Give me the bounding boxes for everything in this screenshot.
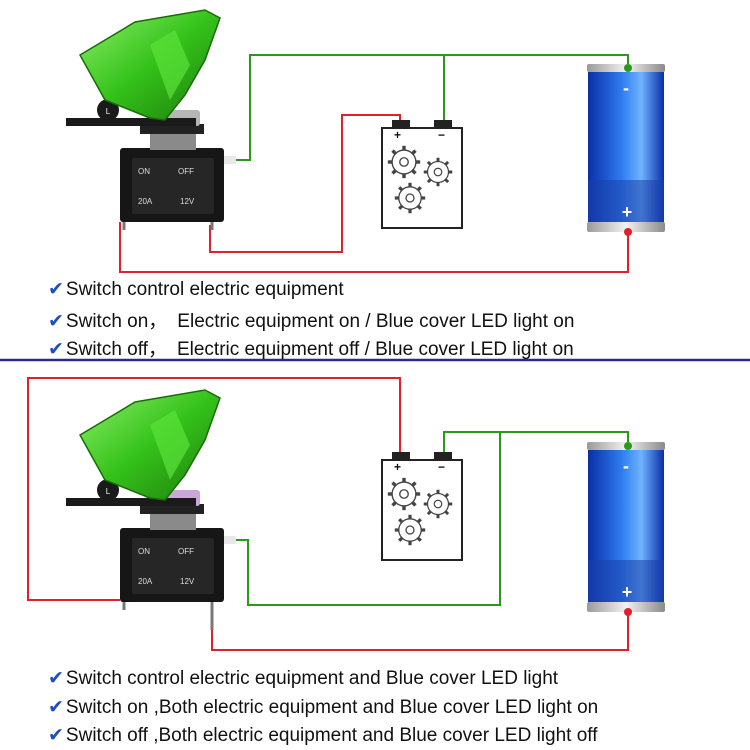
switch-label-volts: 12V	[180, 577, 195, 586]
check-icon: ✔	[48, 668, 64, 689]
bottom-note-2: ✔Switch on ,Both electric equipment and …	[48, 697, 599, 718]
bottom-red-wire-switch-to-motor	[27, 377, 401, 601]
top-toggle-switch[interactable]: L ON OFF 20A 12V	[66, 9, 236, 230]
switch-label-volts: 12V	[180, 197, 195, 206]
bottom-toggle-switch[interactable]: L ON OFF 20A 12V	[66, 389, 236, 630]
top-motor-equipment: + −	[381, 120, 463, 229]
check-icon: ✔	[48, 697, 64, 718]
svg-text:L: L	[106, 107, 111, 116]
motor-positive-terminal: +	[394, 128, 401, 142]
top-red-wire-battery-to-switch	[119, 222, 629, 273]
bottom-green-wire-switch-to-battery	[236, 432, 501, 606]
check-icon: ✔	[48, 725, 64, 746]
svg-text:L: L	[106, 487, 111, 496]
switch-label-on: ON	[138, 547, 150, 556]
battery-negative-terminal: -	[623, 456, 629, 476]
bottom-battery: - +	[587, 442, 665, 616]
bottom-red-wire-battery-to-switch	[211, 612, 629, 651]
top-red-wire-switch-to-motor	[209, 114, 401, 253]
bottom-note-3: ✔Switch off ,Both electric equipment and…	[48, 725, 598, 746]
check-icon: ✔	[48, 279, 64, 300]
green-safety-cover	[78, 389, 221, 501]
check-icon: ✔	[48, 311, 64, 332]
top-diagram: L ON OFF 20A 12V + −	[66, 9, 665, 273]
bottom-note-1: ✔Switch control electric equipment and B…	[48, 668, 559, 689]
switch-label-on: ON	[138, 167, 150, 176]
switch-label-amps: 20A	[138, 197, 153, 206]
battery-positive-terminal: +	[622, 582, 633, 602]
bottom-diagram: L ON OFF 20A 12V + −	[27, 377, 665, 651]
check-icon: ✔	[48, 339, 64, 360]
battery-negative-terminal: -	[623, 78, 629, 98]
top-note-2: ✔Switch on，Electric equipment on / Blue …	[48, 311, 575, 332]
motor-negative-terminal: −	[438, 128, 445, 142]
bottom-motor-equipment: + −	[381, 452, 463, 561]
switch-label-amps: 20A	[138, 577, 153, 586]
top-note-3: ✔Switch off，Electric equipment off / Blu…	[48, 339, 574, 360]
motor-positive-terminal: +	[394, 460, 401, 474]
top-battery: - +	[587, 64, 665, 236]
switch-label-off: OFF	[178, 547, 194, 556]
battery-positive-terminal: +	[622, 202, 633, 222]
bottom-green-wire-motor-to-battery	[443, 431, 629, 455]
top-note-1: ✔Switch control electric equipment	[48, 279, 344, 300]
green-safety-cover	[78, 9, 221, 121]
motor-negative-terminal: −	[438, 460, 445, 474]
switch-label-off: OFF	[178, 167, 194, 176]
top-green-wire-switch-to-battery	[222, 54, 629, 161]
